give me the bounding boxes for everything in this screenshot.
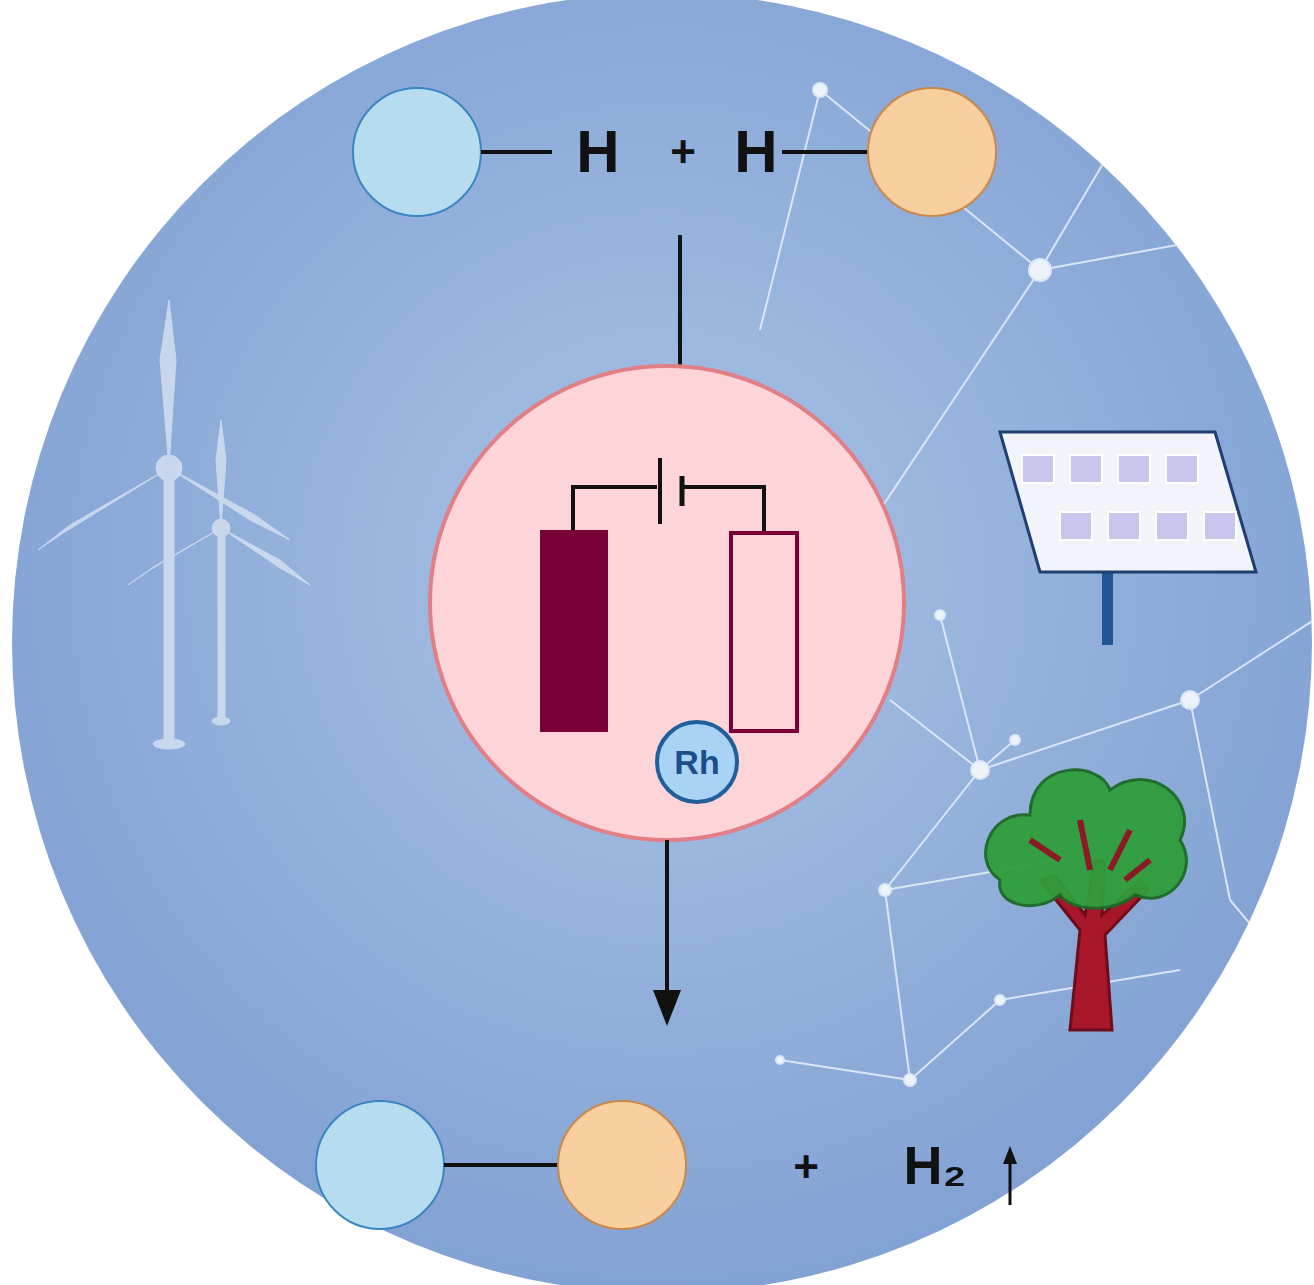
formula-text: + xyxy=(793,1145,819,1189)
catalyst-circle: Rh xyxy=(655,720,739,804)
formula-text: + xyxy=(670,130,696,174)
reactant-molecules xyxy=(353,88,996,380)
formula-text: H xyxy=(576,122,619,182)
solar-panel xyxy=(1000,432,1256,645)
formula-text: H₂ xyxy=(904,1138,967,1192)
wind-turbines xyxy=(38,300,310,749)
product-molecule xyxy=(316,1101,1017,1229)
catalyst-label: Rh xyxy=(674,745,719,779)
background-circle xyxy=(12,0,1312,1285)
electrochemical-cell xyxy=(430,366,904,1026)
tree xyxy=(986,770,1187,1030)
formula-text: H xyxy=(734,122,777,182)
